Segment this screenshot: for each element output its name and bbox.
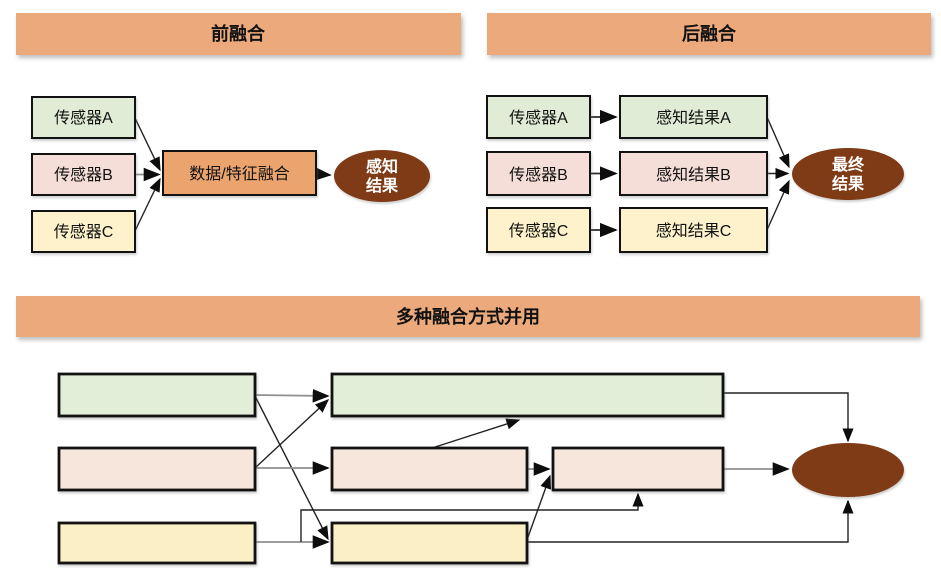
perception-result-line2: 结果	[365, 176, 398, 195]
pre-fusion-header	[16, 13, 461, 55]
multi-fusion-title: 多种融合方式并用	[396, 306, 540, 327]
result-c-box	[619, 207, 768, 253]
multi-green-source-box	[57, 372, 257, 418]
multi-fusion-header	[16, 296, 920, 337]
arrow-result-c-to-final	[766, 179, 790, 231]
multi-pink-source-box	[57, 446, 257, 492]
post-sensor-a-box	[486, 95, 591, 139]
result-a-box	[619, 95, 768, 139]
multi-second-fusion-box	[551, 446, 725, 492]
arrow-yellow-stage-to-final	[527, 499, 854, 543]
result-c-label: 感知结果C	[656, 222, 732, 240]
post-sensor-c-label: 传感器C	[509, 222, 569, 240]
arrow-pink-sensor-to-green-stage	[254, 399, 330, 469]
final-result-ellipse	[792, 148, 904, 200]
post-fusion-section: 后融合 传感器A 传感器B 传感器C 感知结果A 感知结果B 感知结果C 最终 …	[486, 13, 931, 253]
arrow-green-sensor-to-green-stage	[254, 388, 330, 403]
arrow-green-stage-to-final	[723, 392, 854, 443]
result-b-box	[619, 151, 768, 196]
pre-sensor-b-box	[31, 153, 136, 196]
data-feature-fusion-label: 数据/特征融合	[189, 165, 289, 183]
perception-result-line1: 感知	[366, 157, 398, 176]
final-result-line2: 结果	[831, 174, 864, 193]
result-a-label: 感知结果A	[656, 109, 731, 127]
multi-green-stage-box	[330, 372, 725, 418]
arrow-pink-stage-to-green-stage	[431, 418, 521, 449]
post-sensor-a-label: 传感器A	[509, 109, 568, 127]
result-b-label: 感知结果B	[656, 166, 731, 184]
post-fusion-header	[487, 13, 931, 55]
perception-result-ellipse	[334, 150, 430, 202]
data-feature-fusion-box	[162, 150, 317, 196]
pre-sensor-b-label: 传感器B	[54, 166, 113, 184]
multi-fusion-section: 多种融合方式并用	[16, 296, 920, 565]
pre-sensor-c-box	[31, 210, 136, 253]
arrow-fusion-to-result	[313, 166, 332, 182]
arrow-result-a-to-final	[766, 116, 790, 169]
arrow-yellow-branch-to-second-fusion	[300, 492, 644, 542]
pre-sensor-c-label: 传感器C	[54, 223, 114, 241]
arrow-yellow-stage-to-second-fusion	[527, 474, 551, 538]
multi-yellow-stage-box	[330, 521, 529, 565]
post-sensor-c-box	[486, 207, 591, 253]
post-sensor-b-label: 传感器B	[509, 166, 568, 184]
pre-fusion-title: 前融合	[211, 23, 266, 44]
pre-sensor-a-label: 传感器A	[54, 109, 113, 127]
multi-pink-stage-box	[330, 446, 529, 492]
arrow-sensor-a-to-fusion	[134, 117, 161, 172]
final-result-line1: 最终	[832, 155, 865, 174]
pre-fusion-section: 前融合 传感器A 传感器B 传感器C 数据/特征融合 感知 结果	[16, 13, 461, 253]
multi-final-result-ellipse	[792, 443, 904, 497]
pre-sensor-a-box	[31, 96, 136, 139]
post-fusion-title: 后融合	[682, 23, 737, 44]
arrow-sensor-c-to-fusion	[134, 177, 161, 232]
multi-yellow-source-box	[57, 521, 257, 565]
post-sensor-b-box	[486, 151, 591, 196]
